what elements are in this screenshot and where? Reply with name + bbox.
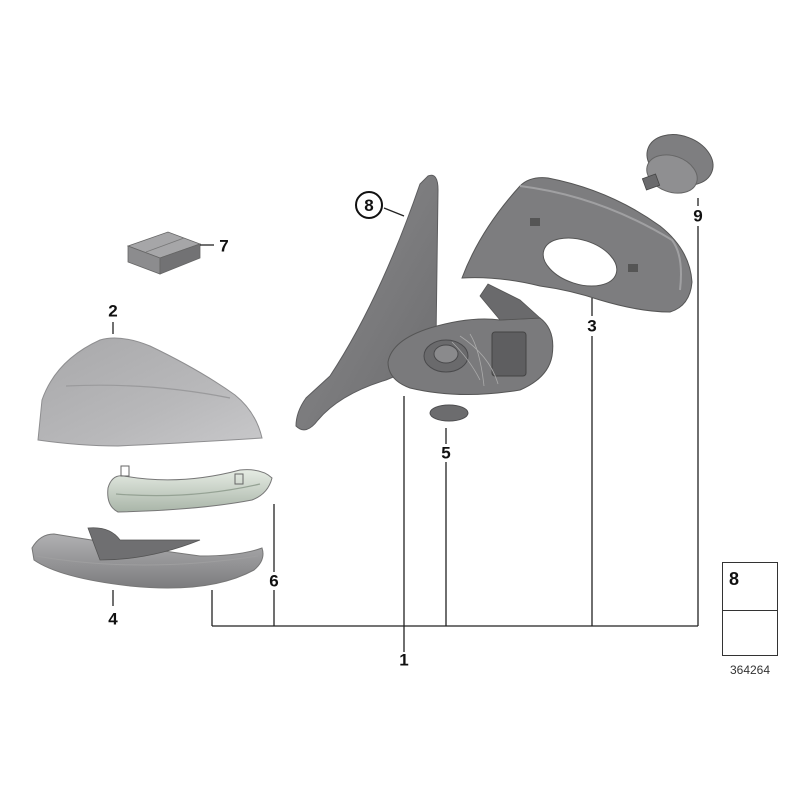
part-6-indicator-lens[interactable] (107, 465, 273, 513)
part-7-control-module[interactable] (126, 231, 202, 275)
part-2-mirror-cap[interactable] (37, 337, 263, 447)
part-4-lower-trim[interactable] (31, 527, 264, 589)
callout-8-label: 8 (364, 195, 374, 215)
reference-box-label: 8 (729, 569, 740, 589)
reference-box-screw-cell: 8 (723, 563, 777, 611)
callout-3[interactable]: 3 (587, 316, 597, 336)
part-9-drive-motor[interactable] (640, 126, 720, 200)
callout-5[interactable]: 5 (441, 443, 451, 463)
leader-lines (112, 198, 699, 652)
part-5-cover-cap[interactable] (429, 404, 469, 422)
callout-4[interactable]: 4 (108, 609, 118, 629)
callout-1[interactable]: 1 (399, 650, 409, 670)
part-1-mirror-assembly[interactable] (387, 283, 554, 396)
callout-9[interactable]: 9 (693, 206, 703, 226)
part-3-housing-frame[interactable] (461, 177, 693, 313)
callout-8[interactable]: 8 (355, 191, 383, 219)
callout-7[interactable]: 7 (219, 236, 229, 256)
reference-box: 8 (722, 562, 778, 656)
callout-6[interactable]: 6 (269, 571, 279, 591)
callout-2[interactable]: 2 (108, 301, 118, 321)
diagram-id: 364264 (729, 663, 771, 677)
